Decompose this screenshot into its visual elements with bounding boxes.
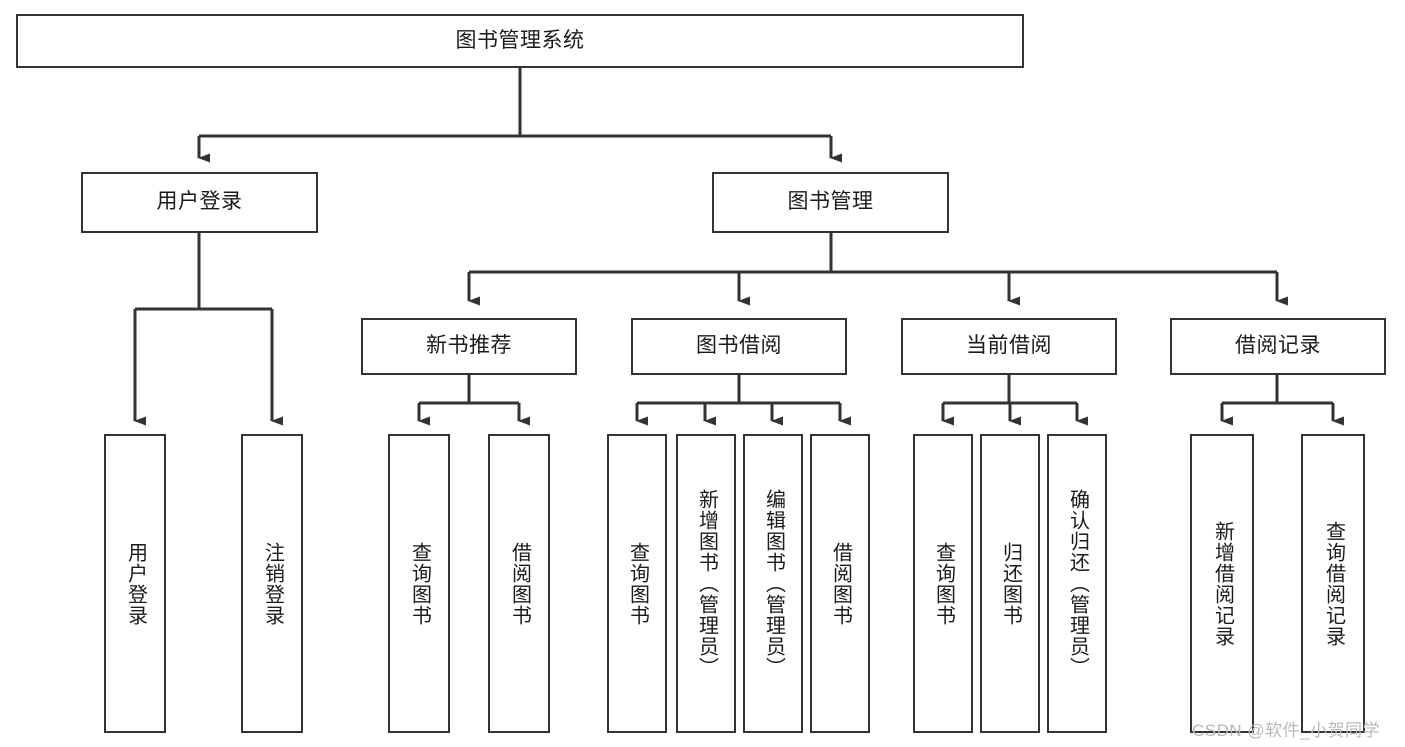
leaf-user-login-logout[interactable]: 注销登录 xyxy=(241,434,303,733)
node-label: 借阅图书 xyxy=(508,541,531,626)
node-label: 新增借阅记录 xyxy=(1211,520,1234,647)
node-label: 当前借阅 xyxy=(966,334,1052,358)
node-label: 查询借阅记录 xyxy=(1322,520,1345,647)
leaf-book-borrow-query-book[interactable]: 查询图书 xyxy=(607,434,667,733)
node-label: 确认归还（管理员） xyxy=(1066,489,1089,678)
node-label: 借阅图书 xyxy=(829,541,852,626)
node-label: 用户登录 xyxy=(124,541,147,626)
node-borrow-record[interactable]: 借阅记录 xyxy=(1170,318,1386,375)
node-label: 新增图书（管理员） xyxy=(695,489,718,678)
node-label: 图书管理 xyxy=(787,190,874,214)
leaf-new-book-query-book[interactable]: 查询图书 xyxy=(388,434,450,733)
leaf-current-borrow-return-book[interactable]: 归还图书 xyxy=(980,434,1040,733)
leaf-new-book-borrow-book[interactable]: 借阅图书 xyxy=(488,434,550,733)
leaf-current-borrow-confirm-return-admin[interactable]: 确认归还（管理员） xyxy=(1047,434,1107,733)
node-label: 图书管理系统 xyxy=(455,28,585,52)
node-label: 借阅记录 xyxy=(1235,334,1321,358)
node-root-book-management-system[interactable]: 图书管理系统 xyxy=(16,14,1024,68)
leaf-borrow-record-query-record[interactable]: 查询借阅记录 xyxy=(1301,434,1365,733)
node-label: 图书借阅 xyxy=(696,334,782,358)
leaf-borrow-record-add-record[interactable]: 新增借阅记录 xyxy=(1190,434,1254,733)
node-new-book-recommend[interactable]: 新书推荐 xyxy=(361,318,577,375)
leaf-current-borrow-query-book[interactable]: 查询图书 xyxy=(913,434,973,733)
leaf-book-borrow-edit-book-admin[interactable]: 编辑图书（管理员） xyxy=(743,434,803,733)
node-label: 查询图书 xyxy=(932,541,955,626)
node-book-borrow[interactable]: 图书借阅 xyxy=(631,318,847,375)
node-label: 注销登录 xyxy=(261,541,284,626)
leaf-book-borrow-add-book-admin[interactable]: 新增图书（管理员） xyxy=(676,434,736,733)
node-label: 新书推荐 xyxy=(426,334,512,358)
node-label: 编辑图书（管理员） xyxy=(762,489,785,678)
leaf-book-borrow-borrow-book[interactable]: 借阅图书 xyxy=(810,434,870,733)
node-label: 查询图书 xyxy=(626,541,649,626)
node-book-management[interactable]: 图书管理 xyxy=(712,172,949,233)
node-label: 用户登录 xyxy=(156,190,243,214)
node-label: 查询图书 xyxy=(408,541,431,626)
leaf-user-login-login[interactable]: 用户登录 xyxy=(104,434,166,733)
node-user-login[interactable]: 用户登录 xyxy=(81,172,318,233)
node-label: 归还图书 xyxy=(999,541,1022,626)
node-current-borrow[interactable]: 当前借阅 xyxy=(901,318,1117,375)
